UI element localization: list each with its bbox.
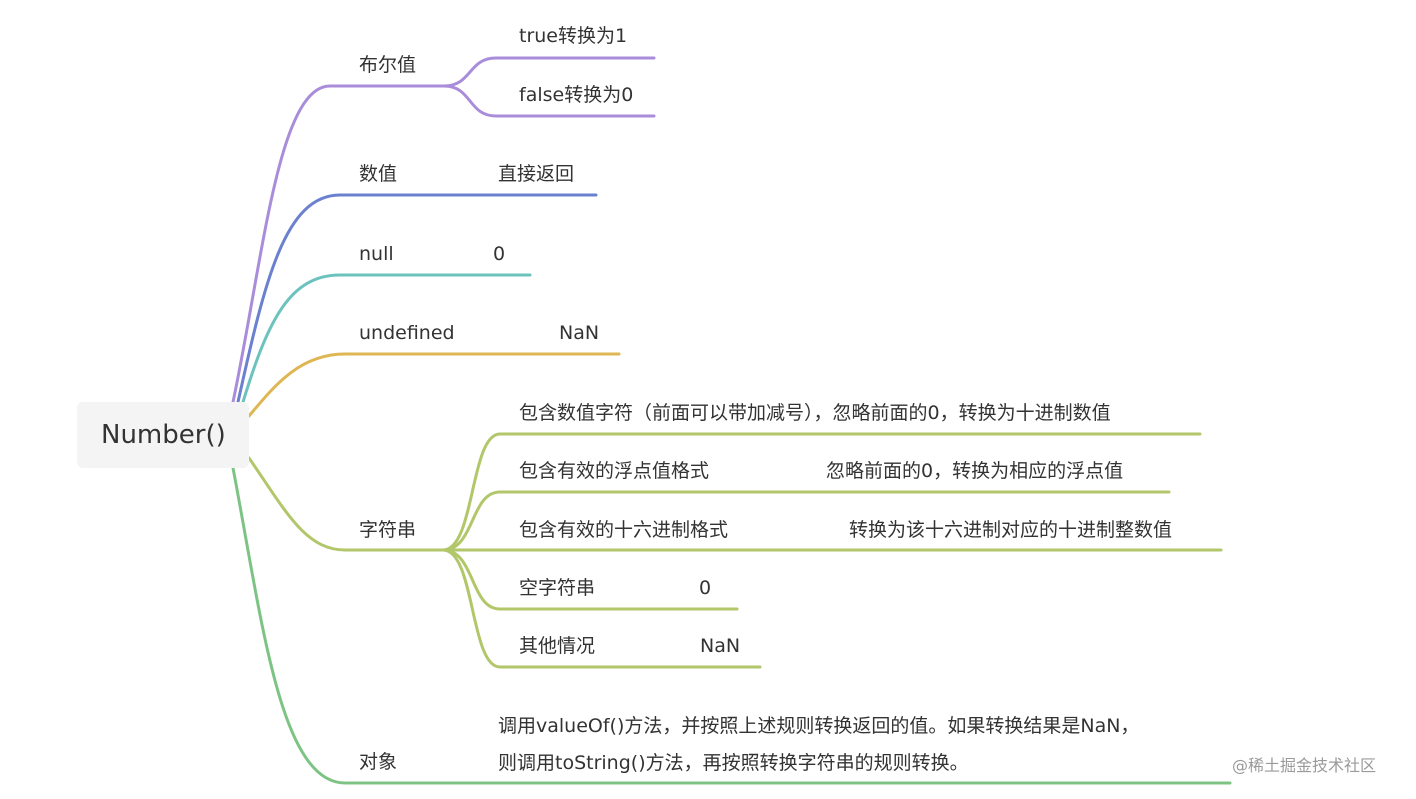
edge-string-2 [441, 490, 1171, 552]
node-string-hex-result[interactable]: 转换为该十六进制对应的十进制整数值 [849, 519, 1173, 541]
node-undefined[interactable]: undefined [359, 322, 455, 344]
edge-root-string [247, 456, 445, 552]
edge-boolean-false [442, 84, 656, 118]
edge-string-1 [441, 432, 1202, 552]
root-node[interactable] [77, 402, 249, 468]
node-string-empty-result[interactable]: 0 [699, 577, 712, 599]
edge-string-5 [441, 548, 762, 669]
node-number-result[interactable]: 直接返回 [498, 163, 575, 185]
node-string[interactable]: 字符串 [359, 519, 417, 541]
node-number[interactable]: 数值 [359, 163, 398, 185]
edge-root-boolean [231, 84, 446, 404]
node-string-other[interactable]: 其他情况 [519, 635, 596, 657]
node-string-numeric[interactable]: 包含数值字符（前面可以带加减号），忽略前面的0，转换为十进制数值 [519, 402, 1111, 424]
node-boolean-true[interactable]: true转换为1 [519, 25, 628, 47]
root-label: Number() [101, 420, 226, 450]
node-string-float[interactable]: 包含有效的浮点值格式 [519, 460, 710, 482]
node-string-hex[interactable]: 包含有效的十六进制格式 [519, 519, 729, 541]
node-object[interactable]: 对象 [359, 751, 398, 773]
node-undefined-result[interactable]: NaN [559, 322, 600, 344]
node-object-result-line1[interactable]: 调用valueOf()方法，并按照上述规则转换返回的值。如果转换结果是NaN， [498, 715, 1140, 737]
node-boolean-false[interactable]: false转换为0 [519, 84, 634, 106]
node-string-empty[interactable]: 空字符串 [519, 577, 596, 599]
node-string-other-result[interactable]: NaN [700, 635, 741, 657]
edge-root-number [236, 193, 598, 404]
node-null[interactable]: null [359, 243, 394, 265]
edge-root-null [241, 273, 532, 404]
edge-boolean-true [442, 56, 656, 88]
node-boolean[interactable]: 布尔值 [359, 54, 417, 76]
watermark: @稀土掘金技术社区 [1232, 756, 1377, 775]
node-object-result-line2[interactable]: 则调用toString()方法，再按照转换字符串的规则转换。 [498, 752, 969, 774]
node-string-float-result[interactable]: 忽略前面的0，转换为相应的浮点值 [826, 460, 1124, 482]
edge-root-undefined [247, 352, 621, 418]
node-null-result[interactable]: 0 [493, 243, 506, 265]
edge-string-4 [441, 548, 739, 611]
edge-root-object [231, 466, 1232, 785]
